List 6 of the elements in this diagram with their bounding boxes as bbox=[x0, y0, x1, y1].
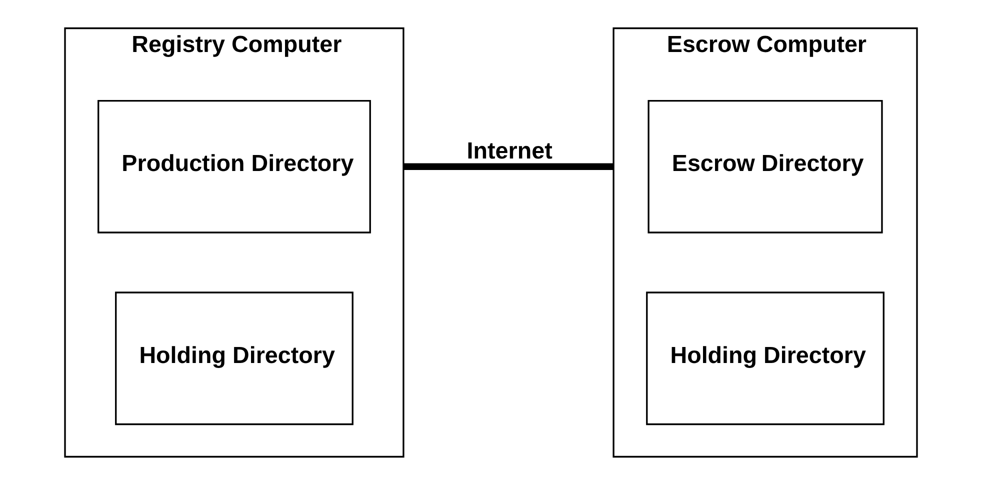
connector bbox=[403, 163, 614, 170]
node-box: Holding Directory bbox=[646, 292, 884, 426]
node-box: Production Directory bbox=[98, 100, 371, 234]
edge-label: Internet bbox=[466, 138, 552, 164]
node-box: Holding Directory bbox=[115, 292, 354, 426]
node-box: Escrow Directory bbox=[648, 100, 883, 234]
